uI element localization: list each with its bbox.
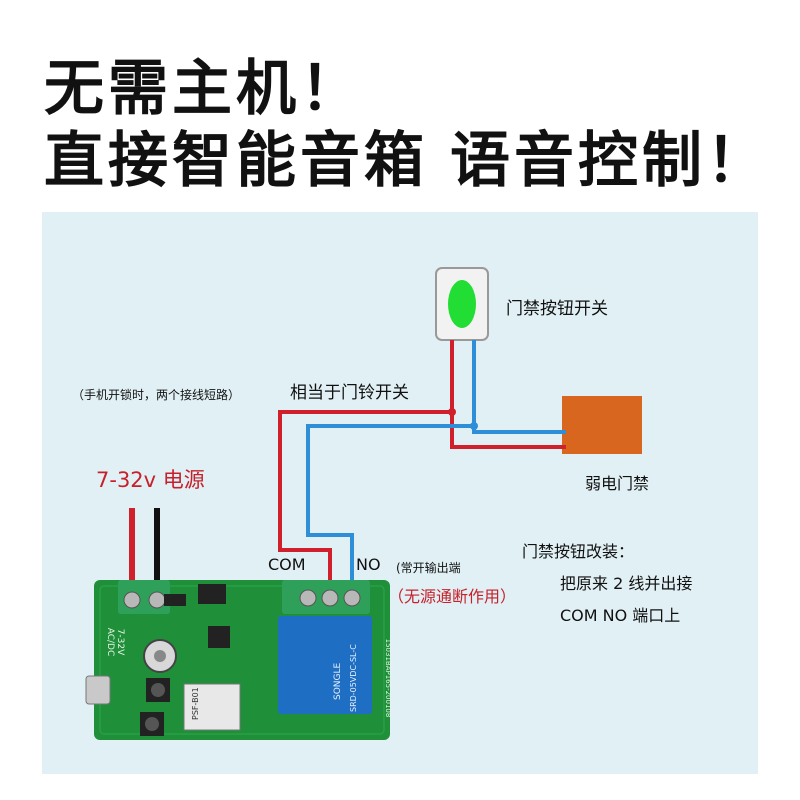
headline-line-2a: 直接智能音箱: [44, 126, 428, 196]
label-mod-title: 门禁按钮改装：: [522, 542, 635, 561]
svg-text:AC/DC: AC/DC: [105, 628, 115, 657]
ic-chip: [198, 584, 226, 604]
label-com: COM: [268, 555, 306, 574]
wifi-module: [183, 683, 241, 731]
headline-line-2: 直接智能音箱语音控制！: [44, 112, 770, 199]
label-mod-line2: COM NO 端口上: [560, 606, 681, 625]
label-normally-open: (常开输出端: [396, 561, 461, 575]
label-power: 7-32v 电源: [96, 468, 205, 492]
ic-chip-2: [208, 626, 230, 648]
label-doorbell: 相当于门铃开关: [290, 383, 409, 403]
label-door-button: 门禁按钮开关: [506, 299, 608, 319]
junction-red: [448, 408, 456, 416]
headline-line-2b: 语音控制！: [450, 126, 770, 196]
svg-text:15031BAP165-200108: 15031BAP165-200108: [384, 639, 392, 718]
usb-port: [85, 675, 111, 705]
label-weak-lock: 弱电门禁: [585, 474, 650, 493]
headline-line-1: 无需主机！: [44, 54, 364, 124]
wire-blue-button-lock: [472, 340, 566, 434]
svg-text:SONGLE: SONGLE: [333, 662, 343, 700]
label-short-note: （手机开锁时，两个接线短路）: [72, 388, 241, 402]
door-button-icon: [435, 267, 489, 341]
label-mod-line1: 把原来 2 线并出接: [560, 574, 693, 593]
wire-red-com: [278, 410, 452, 590]
svg-text:7-32V: 7-32V: [115, 629, 125, 656]
relay-board: SONGLE SRD-05VDC-SL-C PSF-B01 AC/DC 7-32…: [85, 580, 392, 740]
label-no: NO: [356, 555, 381, 574]
door-lock-block: [562, 396, 642, 454]
relay: [278, 616, 372, 714]
wire-blue-no: [306, 424, 474, 590]
junction-blue: [470, 422, 478, 430]
svg-text:PSF-B01: PSF-B01: [191, 687, 200, 720]
label-passive: （无源通断作用）: [388, 587, 517, 606]
wire-red-button-lock: [450, 340, 566, 449]
svg-text:SRD-05VDC-SL-C: SRD-05VDC-SL-C: [349, 644, 358, 712]
